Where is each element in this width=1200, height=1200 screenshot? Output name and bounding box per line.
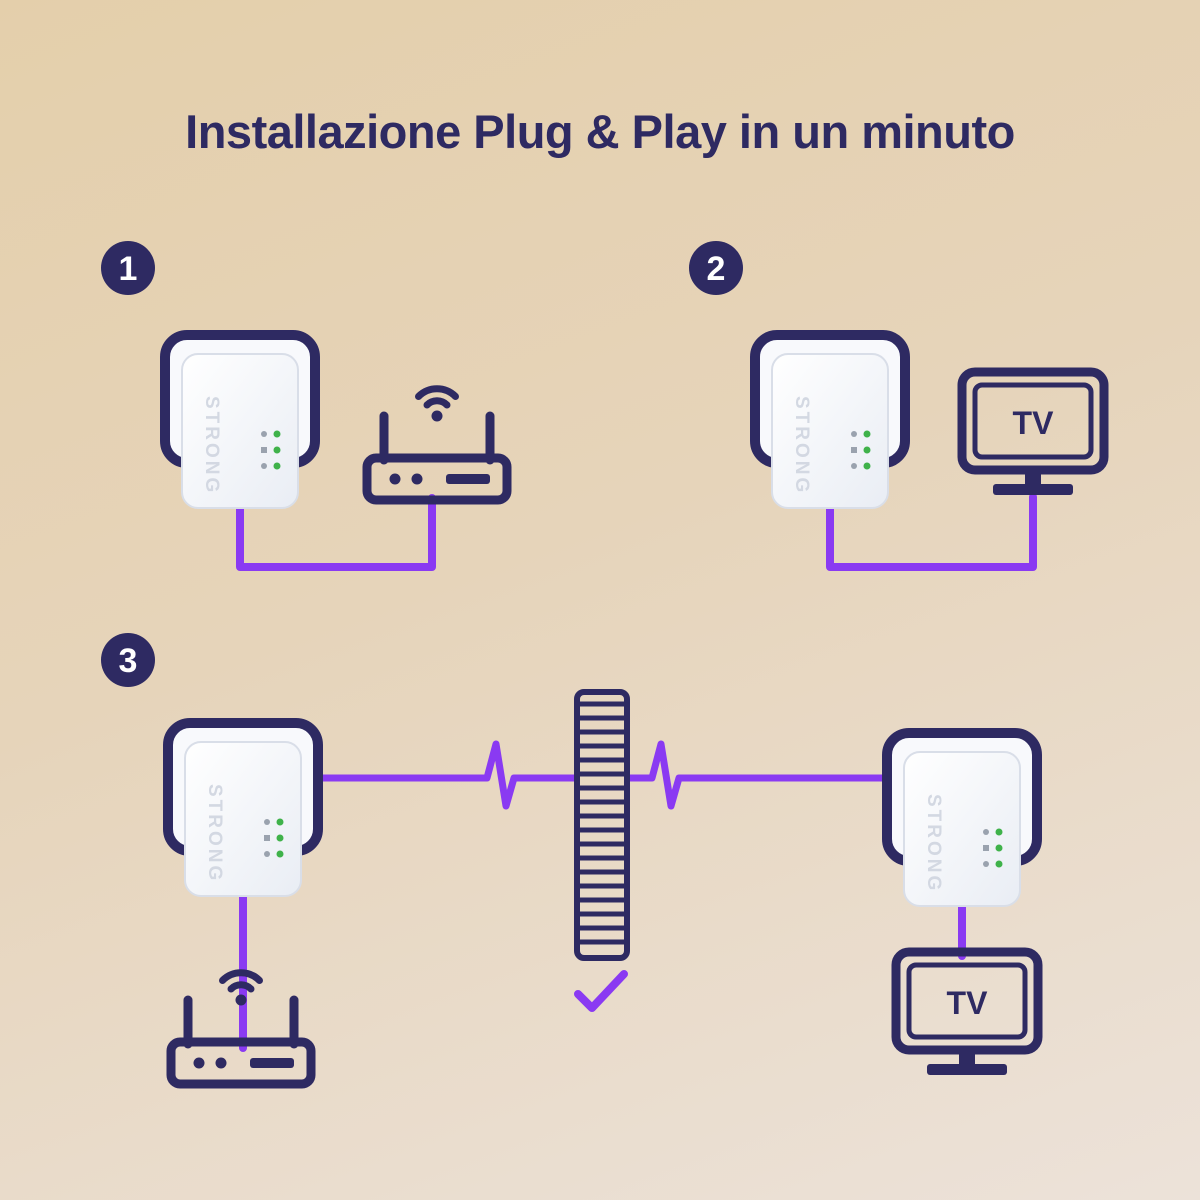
tv-icon-step3 bbox=[896, 952, 1038, 1075]
wifi-router-icon-step1 bbox=[367, 389, 507, 500]
powerline-adapter-icon-step1 bbox=[165, 335, 315, 508]
tv-icon-step2 bbox=[962, 372, 1104, 495]
powerline-signal-left bbox=[314, 740, 579, 810]
step-1-number: 1 bbox=[119, 250, 138, 288]
page-title: Installazione Plug & Play in un minuto bbox=[185, 105, 1015, 158]
powerline-signal-right bbox=[625, 740, 891, 810]
powerline-adapter-icon-step2 bbox=[755, 335, 905, 508]
step-1-group: 1 bbox=[101, 241, 507, 571]
step-2-badge bbox=[689, 241, 743, 295]
step-1-badge bbox=[101, 241, 155, 295]
powerline-adapter-icon-step3-right bbox=[887, 733, 1037, 906]
brick-wall-icon bbox=[574, 689, 630, 961]
step-3-group: 3 bbox=[101, 633, 1038, 1084]
step-2-ethernet-cable bbox=[826, 493, 1037, 571]
step-3-number: 3 bbox=[119, 642, 138, 680]
step-2-group: 2 bbox=[689, 241, 1104, 571]
step-3-badge bbox=[101, 633, 155, 687]
step-1-ethernet-cable bbox=[236, 494, 436, 571]
powerline-adapter-icon-step3-left bbox=[168, 723, 318, 896]
checkmark-icon bbox=[574, 970, 628, 1012]
step-2-number: 2 bbox=[707, 250, 726, 288]
